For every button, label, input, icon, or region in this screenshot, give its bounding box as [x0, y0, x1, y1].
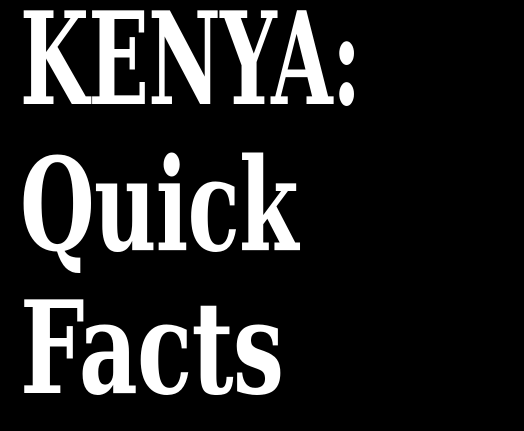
title-line-3: Facts — [20, 274, 284, 424]
title-line-1: KENYA: — [20, 0, 361, 135]
title-line-2: Quick — [20, 131, 299, 281]
